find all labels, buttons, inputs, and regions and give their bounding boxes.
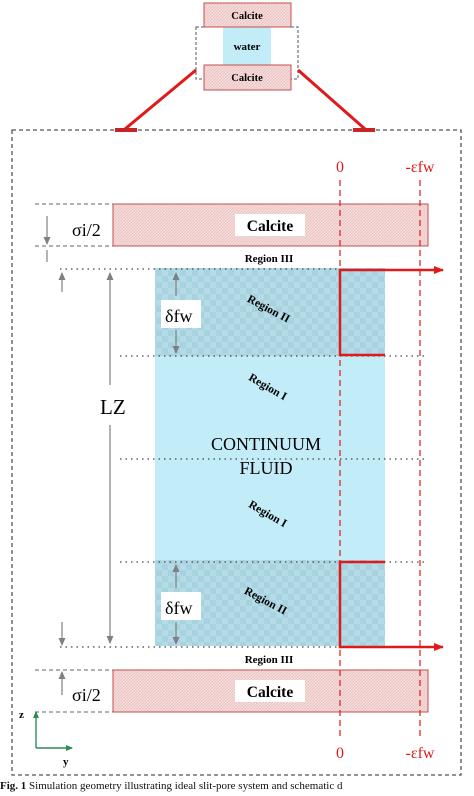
potential-step-top	[338, 266, 444, 357]
region-iii-top-label: Region III	[245, 253, 294, 265]
calcite-label-top: Calcite	[247, 218, 294, 235]
region-iii-bottom-label: Region III	[245, 654, 294, 666]
delta-fw-top-box	[161, 300, 201, 328]
detail-dashed-frame	[11, 129, 462, 776]
inset-lower-calcite	[203, 64, 292, 91]
z-axis-label: z	[19, 709, 24, 721]
delta-fw-bottom-box	[161, 592, 201, 620]
sigma-half-top-annotation	[35, 203, 113, 262]
delta-fw-top-label: δfw	[165, 306, 192, 326]
zero-label-top: 0	[336, 159, 344, 176]
continuum-label: CONTINUUM	[211, 434, 321, 454]
sigma-half-bottom-annotation	[35, 622, 113, 713]
zero-label-bottom: 0	[336, 745, 344, 762]
sigma-half-top-label: σi/2	[72, 220, 101, 240]
calcite-label-bottom: Calcite	[247, 684, 294, 701]
delta-fw-bottom-label: δfw	[165, 598, 192, 618]
epsilon-label-top: -εfw	[406, 159, 435, 176]
inset-upper-calcite	[203, 2, 292, 28]
figure-caption-text: Simulation geometry illustrating ideal s…	[26, 780, 343, 792]
axes-icon	[33, 711, 73, 751]
y-axis-label: y	[63, 756, 69, 768]
calcite-label-box-top	[235, 214, 305, 236]
inset-water	[223, 27, 271, 65]
figure-caption-prefix: Fig. 1	[0, 780, 27, 792]
sigma-half-bottom-label: σi/2	[72, 685, 101, 705]
potential-step-bottom	[338, 560, 444, 651]
top-inset: Calcite water Calcite	[195, 2, 299, 91]
inset-upper-calcite-label: Calcite	[231, 11, 263, 22]
calcite-label-box-bottom	[235, 680, 305, 702]
figure-caption: Fig. 1 Simulation geometry illustrating …	[0, 780, 474, 796]
epsilon-label-bottom: -εfw	[406, 745, 435, 762]
lz-label: LZ	[100, 395, 126, 419]
inset-water-label: water	[234, 41, 261, 53]
fluid-label: FLUID	[240, 458, 293, 478]
inset-lower-calcite-label: Calcite	[231, 73, 263, 84]
